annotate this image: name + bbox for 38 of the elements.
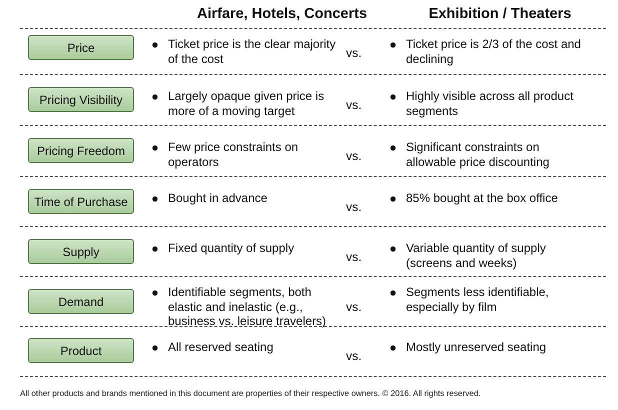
- bullet-text: Mostly unreserved seating: [406, 340, 546, 354]
- bullet-text: 85% bought at the box office: [406, 191, 558, 205]
- column-heading: Airfare, Hotels, Concerts: [196, 6, 368, 22]
- bullet-text: Few price constraints on operators: [168, 140, 298, 168]
- bullet-text: Ticket price is the clear majority of the cost: [168, 37, 336, 66]
- versus-label: vs.: [346, 349, 362, 363]
- category-label: Product: [60, 344, 102, 358]
- versus-label: vs.: [346, 250, 362, 264]
- category-box: [28, 239, 134, 264]
- category-label: Supply: [62, 244, 100, 258]
- category-label: Pricing Visibility: [39, 92, 123, 106]
- category-box: [28, 338, 134, 363]
- bullet-text: Significant constraints on allowable price discounting: [406, 140, 550, 168]
- category-label: Time of Purchase: [34, 194, 128, 208]
- bullet-text: Segments less identifiable, especially by film: [406, 285, 549, 314]
- bullet-text: Identifiable segments, both elastic and inelastic (e.g., business vs. leisure travelers): [168, 285, 326, 328]
- versus-label: vs.: [346, 149, 362, 163]
- column-heading: Exhibition / Theaters: [428, 6, 572, 22]
- bullet-text: Bought in advance: [168, 191, 268, 205]
- category-label: Demand: [58, 294, 104, 308]
- bullet-text: All reserved seating: [168, 340, 274, 354]
- category-box: [28, 87, 134, 112]
- category-box: [28, 138, 134, 163]
- versus-label: vs.: [346, 300, 362, 314]
- category-label: Price: [67, 40, 95, 54]
- category-box: [28, 189, 134, 214]
- bullet-text: Fixed quantity of supply: [168, 241, 294, 255]
- versus-label: vs.: [346, 46, 362, 60]
- bullet-text: Ticket price is 2/3 of the cost and declining: [406, 37, 581, 66]
- bullet-text: Highly visible across all product segments: [406, 89, 574, 118]
- versus-label: vs.: [346, 98, 362, 112]
- versus-label: vs.: [346, 200, 362, 214]
- bullet-text: Largely opaque given price is more of a moving target: [168, 89, 324, 118]
- category-box: [28, 289, 134, 314]
- bullet-text: Variable quantity of supply (screens and weeks): [406, 241, 546, 270]
- footnote: All other products and brands mentioned in this document are properties of their respective owners. © 2016. All rights reserved.: [20, 388, 482, 399]
- category-box: [28, 35, 134, 60]
- category-label: Pricing Freedom: [36, 144, 126, 158]
